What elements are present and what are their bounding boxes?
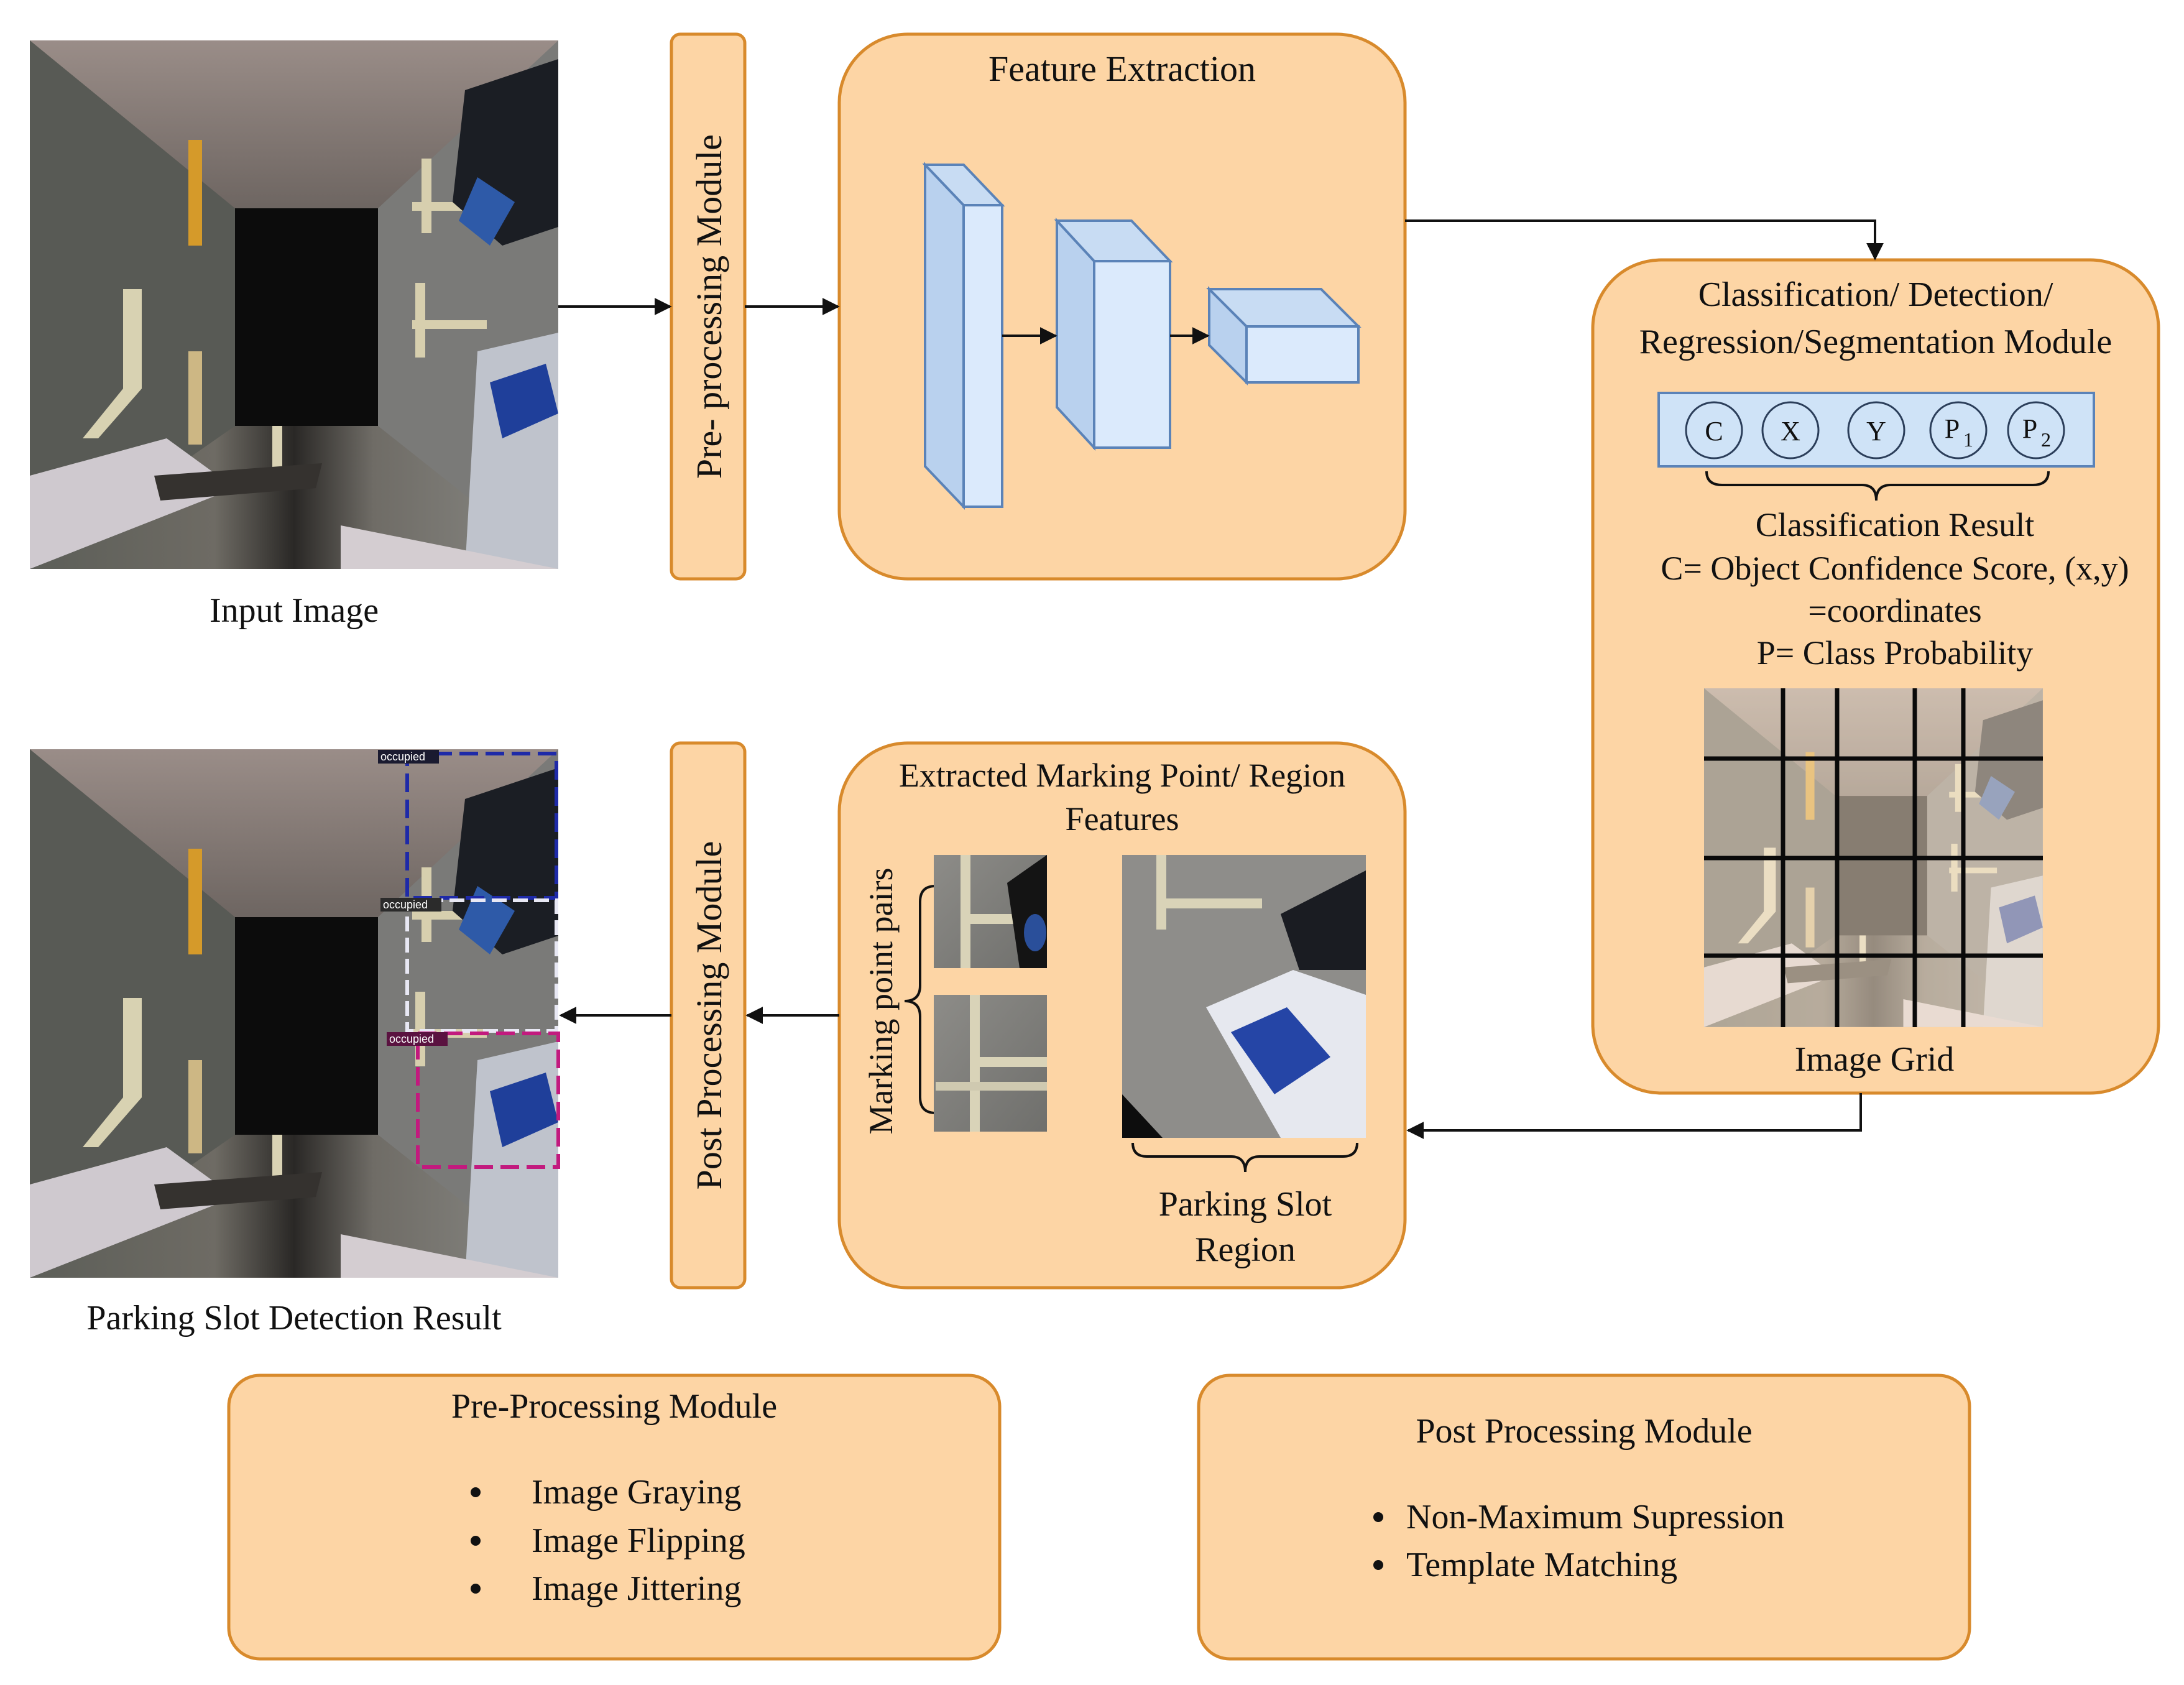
svg-text:C: C [1705, 416, 1723, 446]
pre-processing-list: Image Graying Image Flipping Image Jitte… [471, 1473, 745, 1608]
post-processing-module-label: Post Processing Module [689, 841, 729, 1190]
classification-title-line1: Classification/ Detection/ [1698, 275, 2053, 314]
svg-text:P: P [2022, 413, 2037, 444]
post-processing-detail-box [1197, 1373, 1971, 1661]
pre-processing-module-label: Pre- processing Module [689, 134, 729, 479]
vector-brace [1705, 471, 2050, 501]
pre-processing-detail-title: Pre-Processing Module [451, 1387, 777, 1426]
vector-cell-p1: P 1 [1929, 401, 1988, 459]
pre-item-2: Image Flipping [532, 1521, 745, 1560]
cnn-layer-2 [1054, 217, 1173, 451]
svg-text:Y: Y [1866, 416, 1886, 446]
svg-text:P: P [1945, 413, 1960, 444]
input-image [30, 40, 558, 569]
parking-slot-region-patch [1122, 855, 1366, 1138]
occupied-tag-2: occupied [383, 898, 428, 911]
image-grid-label: Image Grid [1795, 1040, 1955, 1079]
post-item-2: Template Matching [1406, 1546, 1677, 1584]
post-item-1: Non-Maximum Supression [1406, 1498, 1784, 1536]
classification-result-line3: =coordinates [1808, 592, 1981, 629]
pre-processing-detail-box [227, 1373, 1002, 1661]
vector-cell-x: X [1761, 401, 1820, 459]
occupied-tag-1: occupied [380, 750, 425, 763]
bullet-icon [471, 1584, 481, 1594]
post-processing-detail-title: Post Processing Module [1416, 1412, 1752, 1451]
extracted-title-line1: Extracted Marking Point/ Region [899, 757, 1345, 794]
parking-slot-region-line2: Region [1195, 1230, 1296, 1269]
parking-slot-brace [1131, 1142, 1358, 1173]
arrow-classification-to-extracted [1406, 1093, 1862, 1139]
marking-point-brace [904, 885, 936, 1114]
vector-cell-p2: P 2 [2007, 401, 2065, 459]
bullet-icon [471, 1536, 481, 1546]
occupied-tag-3: occupied [389, 1033, 434, 1045]
arrow-features-to-classification [1405, 219, 1884, 261]
extracted-title-line2: Features [1066, 800, 1179, 838]
marking-point-patch-top [934, 855, 1047, 968]
marking-point-pairs-label: Marking point pairs [862, 868, 900, 1135]
pre-item-3: Image Jittering [532, 1569, 741, 1608]
result-image: occupied occupied occupied [30, 749, 560, 1278]
pre-item-1: Image Graying [532, 1473, 741, 1512]
image-grid [1704, 688, 2043, 1027]
occupied-box-1 [405, 752, 558, 900]
classification-result-line4: P= Class Probability [1757, 634, 2034, 672]
svg-text:X: X [1781, 416, 1800, 446]
bullet-icon [1373, 1560, 1383, 1570]
input-image-label: Input Image [210, 591, 379, 630]
parking-slot-region-line1: Parking Slot [1159, 1185, 1332, 1224]
result-label: Parking Slot Detection Result [86, 1299, 502, 1337]
svg-text:2: 2 [2041, 428, 2051, 451]
classification-result-line1: Classification Result [1756, 506, 2034, 543]
bullet-icon [1373, 1512, 1383, 1522]
feature-extraction-title: Feature Extraction [988, 48, 1256, 89]
occupied-box-2 [405, 898, 558, 1033]
vector-cell-c: C [1685, 401, 1743, 459]
classification-result-line2: C= Object Confidence Score, (x,y) [1661, 550, 2129, 587]
bullet-icon [471, 1487, 481, 1497]
vector-cell-y: Y [1847, 401, 1905, 459]
cnn-layer-3 [1206, 286, 1362, 385]
classification-title-line2: Regression/Segmentation Module [1639, 323, 2113, 361]
occupied-box-3 [416, 1032, 560, 1169]
svg-text:1: 1 [1963, 428, 1973, 451]
post-processing-list: Non-Maximum Supression Template Matching [1373, 1498, 1784, 1584]
cnn-layer-1 [922, 162, 1005, 510]
marking-point-patch-bottom [934, 995, 1047, 1132]
